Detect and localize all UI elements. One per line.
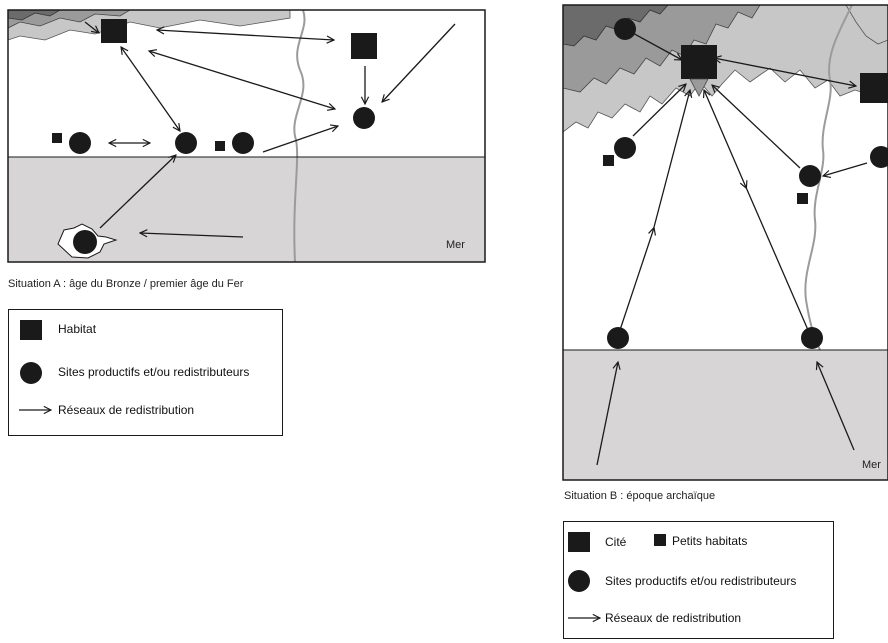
site-b-1 xyxy=(614,18,636,40)
small-habitat-b-2 xyxy=(797,193,808,204)
arrows-b xyxy=(596,31,868,466)
legend-arrow-symbol-b xyxy=(568,610,604,626)
arrow-b-3 xyxy=(712,85,801,169)
legend-city-symbol xyxy=(568,532,590,552)
sea-label-b: Mer xyxy=(862,459,881,471)
legend-small-habitat-label: Petits habitats xyxy=(672,534,748,548)
arrow-a-10 xyxy=(84,21,99,33)
arrow-a-8 xyxy=(99,155,176,229)
site-b-5 xyxy=(607,327,629,349)
legend-site-symbol xyxy=(20,362,42,384)
site-a-2 xyxy=(175,132,197,154)
arrow-b-7 xyxy=(823,162,868,176)
city-b-1-spur xyxy=(689,78,709,97)
site-a-3 xyxy=(232,132,254,154)
arrow-a-6 xyxy=(262,126,338,153)
arrows-a xyxy=(84,21,456,238)
sea-label-a: Mer xyxy=(446,239,465,251)
caption-situation-a: Situation A : âge du Bronze / premier âg… xyxy=(8,278,244,290)
site-b-2 xyxy=(614,137,636,159)
relief-light-b-east xyxy=(845,5,888,45)
caption-situation-b: Situation B : époque archaïque xyxy=(564,490,716,502)
arrow-b-2 xyxy=(704,90,809,331)
city-b-1 xyxy=(681,45,717,79)
legend-habitat-label: Habitat xyxy=(58,322,97,336)
arrow-a-5 xyxy=(382,23,456,102)
legend-situation-a: Habitat Sites productifs et/ou redistrib… xyxy=(8,309,283,436)
sea-area-b xyxy=(563,350,888,480)
legend-network-label-b: Réseaux de redistribution xyxy=(605,611,742,625)
arrow-a-3 xyxy=(149,51,335,109)
legend-habitat-symbol xyxy=(20,320,42,340)
legend-arrow-symbol xyxy=(19,402,55,418)
arrow-a-1 xyxy=(157,30,334,40)
relief-dark-a xyxy=(8,10,61,21)
arrow-b-8 xyxy=(596,362,618,466)
legend-small-habitat-symbol xyxy=(654,534,666,546)
arrow-b-9 xyxy=(817,362,855,451)
small-habitat-a-1 xyxy=(52,133,62,143)
habitat-a-1 xyxy=(101,19,127,43)
legend-site-symbol-b xyxy=(568,570,590,592)
map-situation-a: Mer xyxy=(7,9,486,263)
small-habitat-a-2 xyxy=(215,141,225,151)
habitat-a-2 xyxy=(351,33,377,59)
site-a-4 xyxy=(353,107,375,129)
site-b-3 xyxy=(799,165,821,187)
map-situation-b: Mer xyxy=(562,4,888,481)
legend-network-label: Réseaux de redistribution xyxy=(58,403,195,417)
site-b-4 xyxy=(870,146,888,168)
relief-mid-a xyxy=(8,10,131,29)
small-habitat-b-1 xyxy=(603,155,614,166)
legend-site-label-b: Sites productifs et/ou redistributeurs xyxy=(605,574,797,588)
arrow-b-6 xyxy=(714,58,856,86)
legend-site-label: Sites productifs et/ou redistributeurs xyxy=(58,365,250,379)
site-a-5 xyxy=(73,230,97,254)
site-b-6 xyxy=(801,327,823,349)
arrow-b-4 xyxy=(632,84,686,137)
arrow-b-1 xyxy=(619,90,690,331)
site-a-1 xyxy=(69,132,91,154)
city-b-2 xyxy=(860,73,888,103)
legend-situation-b: Cité Petits habitats Sites productifs et… xyxy=(563,521,834,639)
legend-city-label: Cité xyxy=(605,535,627,549)
arrow-b-5 xyxy=(630,31,682,60)
arrow-a-9 xyxy=(140,233,244,238)
